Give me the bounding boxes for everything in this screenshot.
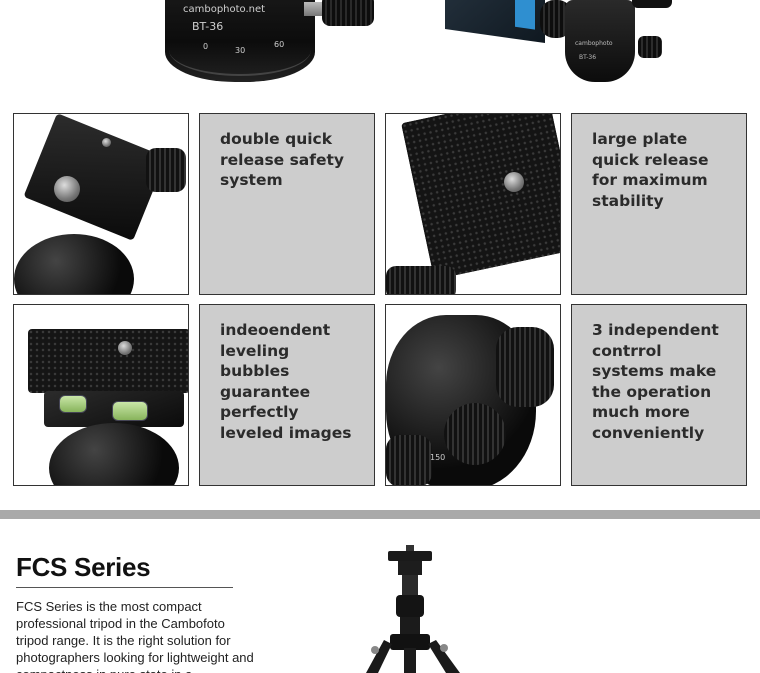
title-underline <box>16 587 233 588</box>
photo-leveling-bubbles <box>13 304 189 486</box>
ballhead-scale-30: 30 <box>235 46 246 55</box>
series-title: FCS Series <box>16 552 151 582</box>
photo-quick-release-clamp <box>13 113 189 295</box>
section-divider <box>0 510 760 519</box>
feature-card-4: 3 independent contrrol systems make the … <box>571 304 747 486</box>
ballhead-knob <box>322 0 374 26</box>
top-product-strip: cambophoto.net BT-36 0 30 60 cambophoto … <box>0 0 760 100</box>
tripod-illustration <box>366 545 460 673</box>
feature-text: 3 independent contrrol systems make the … <box>592 321 719 442</box>
product-box-image <box>445 0 545 44</box>
ballhead-base-ring <box>169 30 311 76</box>
bubble-level-left <box>59 395 87 413</box>
lower-knob-shape <box>386 435 432 485</box>
ballhead-scale-60: 60 <box>274 40 285 49</box>
ballhead2-brand-text: cambophoto <box>575 40 613 47</box>
series-description: FCS Series is the most compact professio… <box>16 599 254 673</box>
ball-shape <box>49 423 179 485</box>
mount-screw-shape <box>54 176 80 202</box>
box-stripe <box>515 0 535 30</box>
photo-large-plate <box>385 113 561 295</box>
ballhead2-lower-knob <box>638 36 662 58</box>
ballhead-model-text: BT-36 <box>192 20 224 33</box>
ball-shape <box>14 234 134 294</box>
feature-text: indeoendent leveling bubbles guarantee p… <box>220 321 352 442</box>
pin-screw-shape <box>102 138 111 147</box>
feature-card-1: double quick release safety system <box>199 113 375 295</box>
ballhead-knob-stem <box>304 2 326 16</box>
ballhead-image-right: cambophoto BT-36 <box>565 0 635 82</box>
ballhead-scale-0: 0 <box>203 42 209 51</box>
ballhead-image-left: cambophoto.net BT-36 0 30 60 <box>165 0 315 82</box>
feature-text: double quick release safety system <box>220 130 345 189</box>
knob-scale-label: 150 <box>430 453 446 462</box>
tripod-image <box>360 540 470 673</box>
clamp-top-shape <box>28 329 188 393</box>
photo-control-knobs: 150 <box>385 304 561 486</box>
ballhead2-model-text: BT-36 <box>579 54 597 61</box>
ballhead2-top-knob <box>632 0 672 8</box>
plate-screw-shape <box>504 172 524 192</box>
clamp-knob-shape <box>146 148 186 192</box>
front-knob-shape <box>444 403 506 465</box>
bubble-level-right <box>112 401 148 421</box>
ballhead-brand-text: cambophoto.net <box>183 4 266 15</box>
plate-screw-shape <box>118 341 132 355</box>
feature-card-2: large plate quick release for maximum st… <box>571 113 747 295</box>
large-plate-shape <box>401 114 560 280</box>
plate-knob-shape <box>386 266 456 294</box>
side-knob-shape <box>496 327 554 407</box>
feature-text: large plate quick release for maximum st… <box>592 130 709 210</box>
feature-card-3: indeoendent leveling bubbles guarantee p… <box>199 304 375 486</box>
